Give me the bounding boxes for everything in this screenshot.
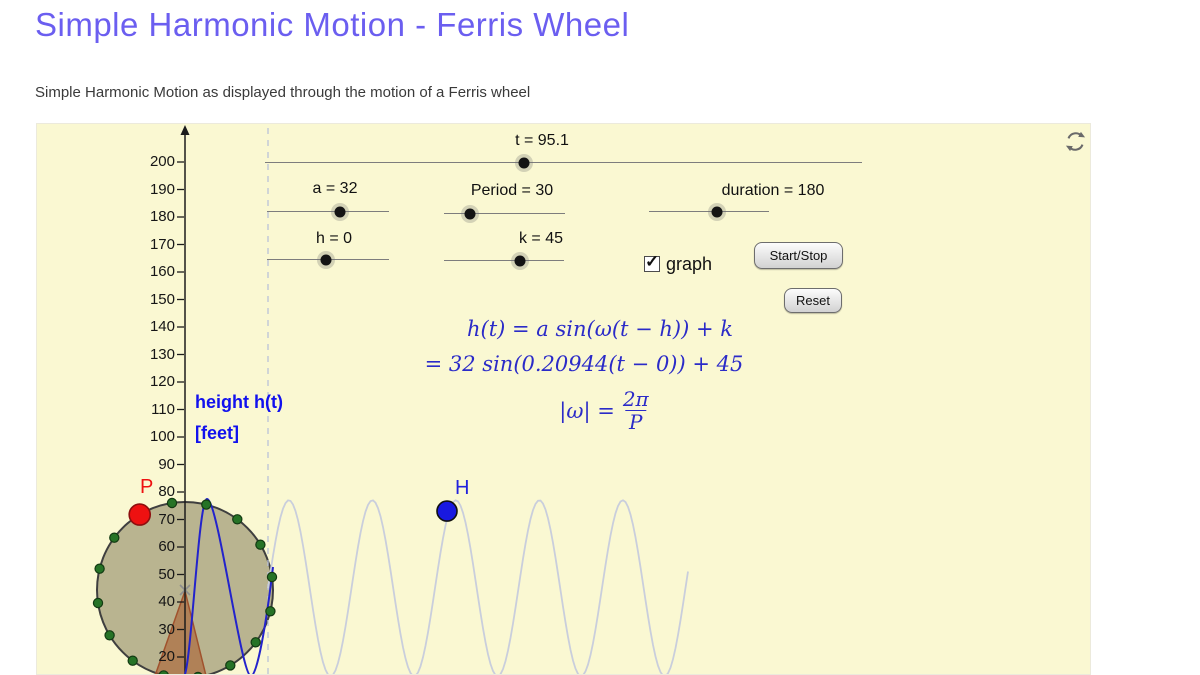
wheel-car-dot xyxy=(92,597,104,609)
point-P-label: P xyxy=(140,476,154,498)
sine-wave-gray xyxy=(267,499,689,674)
graph-checkbox[interactable]: ✓ xyxy=(644,252,660,272)
axis-tick-label: 200 xyxy=(149,153,175,170)
wheel-car-dot xyxy=(255,539,266,550)
refresh-icon[interactable] xyxy=(1063,129,1088,154)
axis-tick-label: 150 xyxy=(149,290,175,308)
slider-k-handle[interactable] xyxy=(514,255,526,266)
wheel-car-dot xyxy=(158,670,169,674)
slider-period-handle[interactable] xyxy=(464,208,476,219)
formula-line1: h(t) = a sin(ω(t − h)) + k xyxy=(467,317,733,341)
slider-a-handle[interactable] xyxy=(334,206,346,217)
graph-checkbox-label[interactable]: graph xyxy=(666,254,713,274)
graphics-view xyxy=(92,125,689,674)
axis-caption-line1: height h(t) xyxy=(195,392,283,412)
checkbox-check-icon: ✓ xyxy=(645,252,660,271)
axis-tick-label: 80 xyxy=(158,483,175,500)
slider-k-label: k = 45 xyxy=(518,230,564,247)
start-stop-button[interactable]: Start/Stop xyxy=(754,242,843,269)
point-P[interactable] xyxy=(128,503,151,526)
point-H-label: H xyxy=(455,477,470,499)
slider-k-track[interactable] xyxy=(444,260,564,261)
axis-tick-label: 70 xyxy=(158,510,175,528)
sine-curve-blue xyxy=(183,497,274,674)
axis-caption-line2: [feet] xyxy=(195,423,239,443)
wheel-car-dot xyxy=(193,671,203,674)
axis-tick-label: 40 xyxy=(158,593,175,610)
wheel-car-dots xyxy=(92,497,278,674)
wheel-car-dot xyxy=(109,532,120,543)
point-H[interactable] xyxy=(436,500,458,522)
slider-period-label: Period = 30 xyxy=(470,182,554,199)
slider-duration-handle[interactable] xyxy=(711,206,723,217)
y-axis-arrow xyxy=(180,125,190,135)
slider-a-track[interactable] xyxy=(267,211,389,212)
axis-tick-label: 30 xyxy=(158,620,175,638)
axis-tick-label: 120 xyxy=(149,373,175,390)
axis-tick-label: 110 xyxy=(151,400,175,418)
wheel-car-dot xyxy=(266,571,278,583)
axis-tick-label: 190 xyxy=(149,180,175,198)
axis-tick-label: 20 xyxy=(158,648,175,665)
page-title: Simple Harmonic Motion - Ferris Wheel xyxy=(35,6,630,43)
formula-line2: = 32 sin(0.20944(t − 0)) + 45 xyxy=(424,352,744,376)
wheel-car-dot xyxy=(232,514,243,525)
formula-fraction-numerator: 2π xyxy=(622,387,649,411)
wheel-car-dot xyxy=(250,637,261,648)
applet-canvas[interactable]: P H height h(t) [feet] t = 95.1 a = 32 P… xyxy=(36,123,1091,675)
slider-t-handle[interactable] xyxy=(518,157,530,168)
wheel-car-dot xyxy=(225,660,236,671)
formula-line3: |ω| = 2π P xyxy=(559,388,648,433)
formula-fraction-denominator: P xyxy=(625,410,647,433)
wheel-car-dot xyxy=(265,606,276,617)
wheel-car-dot xyxy=(94,563,105,574)
axis-tick-label: 130 xyxy=(149,345,175,363)
axis-tick-label: 100 xyxy=(149,428,175,445)
axis-tick-label: 90 xyxy=(158,455,175,473)
formula-omega-lhs: |ω| = xyxy=(559,398,615,423)
slider-t-track[interactable] xyxy=(265,162,862,163)
page-subtitle: Simple Harmonic Motion as displayed thro… xyxy=(35,84,531,101)
reset-button[interactable]: Reset xyxy=(784,288,842,313)
wheel-support-triangle xyxy=(154,588,207,674)
slider-period-track[interactable] xyxy=(444,213,565,214)
axis-tick-label: 170 xyxy=(149,235,175,253)
wheel-car-dot xyxy=(127,655,138,666)
axis-tick-label: 60 xyxy=(158,538,175,555)
axis-tick-label: 180 xyxy=(149,208,175,225)
slider-a-label: a = 32 xyxy=(312,180,358,197)
slider-h-label: h = 0 xyxy=(315,230,353,247)
y-axis xyxy=(177,125,190,674)
wheel-car-dot xyxy=(166,497,178,509)
axis-tick-label: 140 xyxy=(149,318,175,335)
slider-duration-label: duration = 180 xyxy=(721,182,825,199)
slider-duration-track[interactable] xyxy=(649,211,769,212)
slider-h-handle[interactable] xyxy=(320,254,332,265)
axis-tick-label: 50 xyxy=(158,565,175,583)
wheel-car-dot xyxy=(104,630,115,641)
wheel-car-dot xyxy=(201,499,212,510)
axis-tick-label: 160 xyxy=(149,263,175,280)
formula-fraction: 2π P xyxy=(623,388,649,433)
slider-t-label: t = 95.1 xyxy=(515,132,569,149)
